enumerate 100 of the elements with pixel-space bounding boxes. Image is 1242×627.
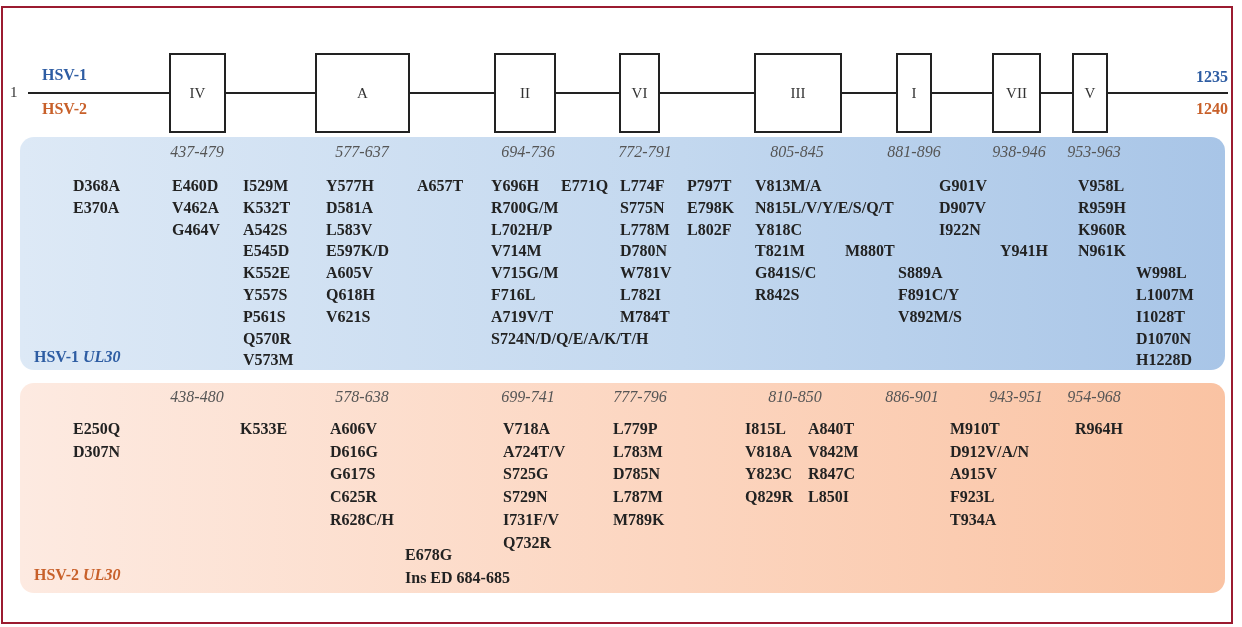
connector-line <box>931 92 993 94</box>
mutation-label: S889A <box>898 263 943 284</box>
mutation-label: D581A <box>326 197 374 218</box>
mutation-label: R847C <box>808 464 856 485</box>
connector-line <box>409 92 495 94</box>
mutation-label: V715G/M <box>491 263 559 284</box>
domain-box: I <box>896 53 932 133</box>
range-label: 772-791 <box>618 142 672 162</box>
mutation-label: V842M <box>808 441 859 462</box>
mutation-label: I529M <box>243 176 289 196</box>
mutation-label: R842S <box>755 285 800 305</box>
mutation-label: V958L <box>1078 176 1125 196</box>
mutation-label: L779P <box>613 419 658 439</box>
mutation-label: E545D <box>243 241 290 262</box>
range-label: 810-850 <box>768 387 822 407</box>
mutation-label: D780N <box>620 241 668 262</box>
range-label: 699-741 <box>501 387 555 407</box>
range-label: 577-637 <box>335 142 389 162</box>
length-label: 1240 <box>1196 99 1228 119</box>
connector-line <box>27 92 170 94</box>
domain-box: IV <box>169 53 226 133</box>
mutation-label: I922N <box>939 219 981 240</box>
mutation-label: L802F <box>687 219 732 240</box>
range-label: 694-736 <box>501 142 555 162</box>
mutation-label: D1070N <box>1136 328 1192 349</box>
range-label: 881-896 <box>887 142 941 162</box>
mutation-label: H1228D <box>1136 350 1192 371</box>
mutation-label: Ins ED 684-685 <box>405 567 510 588</box>
mutation-label: K533E <box>240 419 288 439</box>
mutation-label: M789K <box>613 509 665 530</box>
mutation-label: S775N <box>620 197 665 218</box>
range-label: 943-951 <box>989 387 1043 407</box>
mutation-label: A724T/V <box>503 441 566 462</box>
mutation-label: M784T <box>620 306 670 327</box>
mutation-label: D616G <box>330 441 378 462</box>
mutation-label: L583V <box>326 219 373 240</box>
mutation-label: G464V <box>172 219 220 240</box>
strain-label: HSV-2 <box>42 99 88 119</box>
mutation-label: D907V <box>939 197 987 218</box>
mutation-label: Y823C <box>745 464 793 485</box>
mutation-label: L782I <box>620 285 661 305</box>
range-label: 438-480 <box>170 387 224 407</box>
mutation-label: C625R <box>330 487 378 508</box>
mutation-label: N815L/V/Y/E/S/Q/T <box>755 197 894 218</box>
mutation-label: E771Q <box>561 176 609 196</box>
mutation-label: R964H <box>1075 419 1123 439</box>
mutation-label: I731F/V <box>503 509 559 530</box>
mutation-label: K552E <box>243 263 291 284</box>
range-label: 886-901 <box>885 387 939 407</box>
domain-box: V <box>1072 53 1108 133</box>
mutation-label: Q829R <box>745 487 793 508</box>
mutation-label: A915V <box>950 464 998 485</box>
domain-box: III <box>754 53 842 133</box>
mutation-label: L783M <box>613 441 663 462</box>
mutation-panel <box>20 137 1225 370</box>
range-label: 938-946 <box>992 142 1046 162</box>
panel-title: HSV-1 UL30 <box>34 347 121 367</box>
mutation-label: A605V <box>326 263 374 284</box>
mutation-label: A840T <box>808 419 855 439</box>
mutation-label: A606V <box>330 419 378 439</box>
mutation-label: E798K <box>687 197 735 218</box>
mutation-label: Y557S <box>243 285 288 305</box>
mutation-label: F891C/Y <box>898 285 960 305</box>
mutation-label: R628C/H <box>330 509 394 530</box>
mutation-label: D912V/A/N <box>950 441 1030 462</box>
connector-line <box>1040 92 1073 94</box>
mutation-label: T934A <box>950 509 997 530</box>
mutation-label: Y941H <box>1000 241 1048 262</box>
mutation-label: W998L <box>1136 263 1187 284</box>
mutation-label: F716L <box>491 285 536 305</box>
mutation-label: R700G/M <box>491 197 559 218</box>
mutation-label: E597K/D <box>326 241 390 262</box>
length-label: 1235 <box>1196 67 1228 87</box>
mutation-label: Q732R <box>503 532 551 553</box>
mutation-label: V813M/A <box>755 176 822 196</box>
mutation-label: E370A <box>73 197 120 218</box>
mutation-label: V818A <box>745 441 793 462</box>
mutation-label: L778M <box>620 219 670 240</box>
mutation-label: K960R <box>1078 219 1126 240</box>
mutation-label: Q570R <box>243 328 291 349</box>
mutation-label: L774F <box>620 176 665 196</box>
mutation-label: I1028T <box>1136 306 1185 327</box>
domain-box: VII <box>992 53 1041 133</box>
mutation-label: V892M/S <box>898 306 962 327</box>
mutation-label: N961K <box>1078 241 1126 262</box>
position-label: 1 <box>10 83 18 102</box>
connector-line <box>555 92 620 94</box>
mutation-label: S724N/D/Q/E/A/K/T/H <box>491 328 649 349</box>
mutation-label: V573M <box>243 350 294 371</box>
mutation-label: Y818C <box>755 219 803 240</box>
mutation-label: P561S <box>243 306 286 327</box>
range-label: 777-796 <box>613 387 667 407</box>
mutation-label: F923L <box>950 487 995 508</box>
mutation-label: G901V <box>939 176 987 196</box>
mutation-label: R959H <box>1078 197 1126 218</box>
domain-box: A <box>315 53 410 133</box>
mutation-label: G617S <box>330 464 376 485</box>
mutation-label: I815L <box>745 419 786 439</box>
mutation-label: E460D <box>172 176 219 196</box>
panel-title: HSV-2 UL30 <box>34 565 121 585</box>
